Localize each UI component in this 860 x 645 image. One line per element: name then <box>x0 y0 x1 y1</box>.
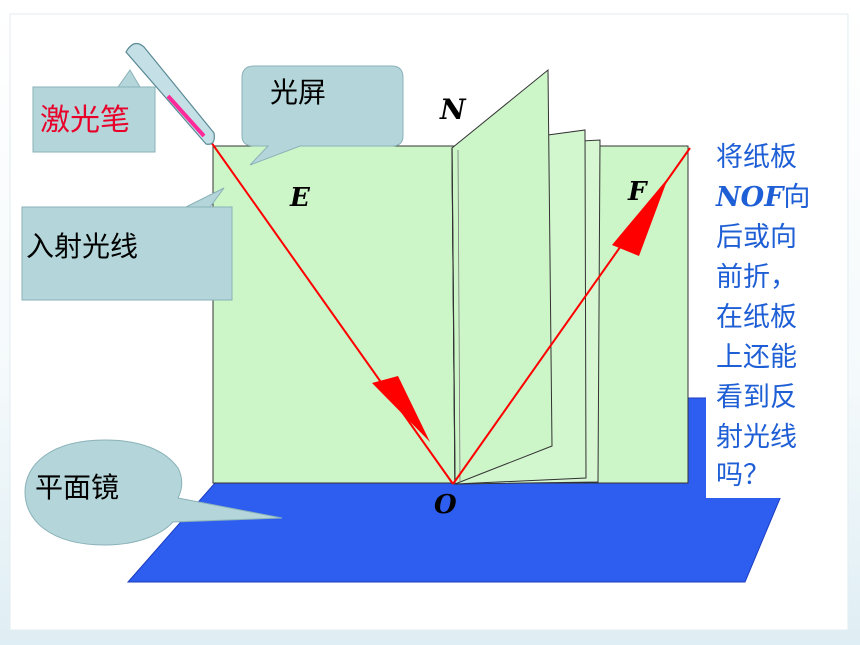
question-line-7: 看到反 <box>716 382 797 413</box>
question-line-6: 上还能 <box>716 342 797 373</box>
normal-fold-line <box>451 147 456 485</box>
incident-ray-arrow <box>372 376 430 442</box>
point-f-label: F <box>627 177 648 207</box>
fold-line-shadow <box>457 149 461 483</box>
question-line-5: 在纸板 <box>716 302 797 333</box>
question-line-2-rest: 向 <box>783 182 810 213</box>
callout-screen <box>241 65 404 166</box>
callout-laser-pen-box <box>32 86 156 153</box>
callout-incident-ray-tail <box>185 187 225 208</box>
laser-pen-label: 激光笔 <box>40 103 130 138</box>
callout-laser-pen-tail <box>117 69 141 88</box>
incident-ray <box>210 141 454 485</box>
point-o-label: O <box>434 490 457 520</box>
question-text: 将纸板 NOF向 后或向 前折， 在纸板 上还能 看到反 射光线 吗？ <box>715 142 810 491</box>
reflected-ray-arrow <box>612 178 668 256</box>
callout-plane-mirror <box>24 439 283 546</box>
question-line-1: 将纸板 <box>716 142 797 173</box>
question-line-8: 射光线 <box>716 422 797 453</box>
point-n-label: N <box>439 93 467 126</box>
question-line-4: 前折， <box>716 262 797 293</box>
paper-board <box>212 145 689 484</box>
point-e-label: E <box>289 183 311 213</box>
incident-ray-label: 入射光线 <box>26 230 138 263</box>
screen-label: 光屏 <box>270 76 326 109</box>
question-nof-term: NOF <box>715 182 785 213</box>
question-line-9: 吗？ <box>716 460 770 491</box>
question-line-2: NOF向 <box>715 182 810 213</box>
plane-mirror-label: 平面镜 <box>35 471 119 504</box>
question-line-3: 后或向 <box>716 222 797 253</box>
laser-pen-icon <box>125 42 215 145</box>
question-panel <box>706 128 836 498</box>
callout-incident-ray-box <box>21 206 233 301</box>
